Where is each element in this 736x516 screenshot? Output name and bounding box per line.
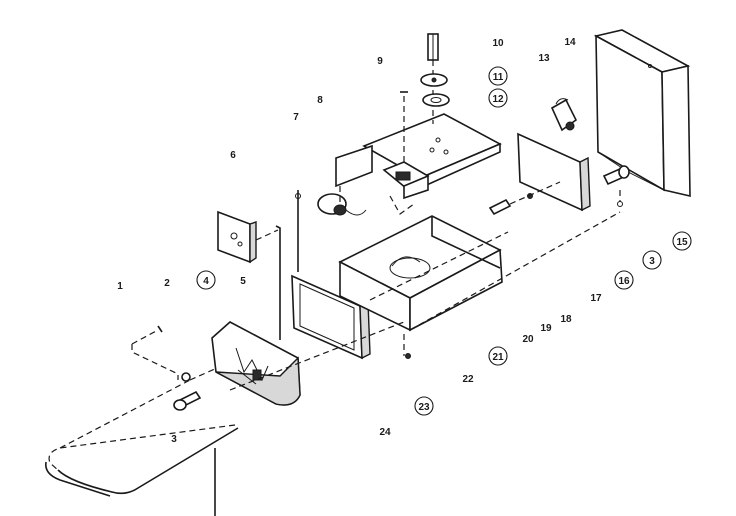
svg-text:3: 3 — [171, 434, 177, 445]
dashed-bracket — [131, 325, 179, 380]
callout-24: 24 — [379, 427, 391, 438]
svg-text:11: 11 — [493, 72, 504, 83]
svg-text:24: 24 — [379, 427, 391, 438]
callout-3-right: 3 — [642, 250, 662, 270]
callout-22: 22 — [462, 374, 474, 385]
svg-text:21: 21 — [492, 352, 504, 363]
svg-text:23: 23 — [418, 402, 430, 413]
callout-3-left: 3 — [171, 434, 177, 445]
callout-18: 18 — [560, 314, 572, 325]
svg-text:4: 4 — [203, 276, 209, 287]
svg-text:10: 10 — [492, 38, 504, 49]
callout-17: 17 — [590, 293, 602, 304]
base-rail-frame — [44, 359, 239, 516]
rear-bracket-plate — [488, 98, 591, 216]
svg-text:3: 3 — [649, 256, 655, 267]
callout-7: 7 — [293, 112, 299, 123]
callout-23: 23 — [414, 396, 434, 416]
svg-text:20: 20 — [522, 334, 534, 345]
callout-labels: 1 2 3 3 4 5 6 7 8 9 10 — [117, 37, 692, 445]
callout-1: 1 — [117, 281, 123, 292]
callout-10: 10 — [492, 38, 504, 49]
callout-4: 4 — [196, 270, 216, 290]
svg-text:16: 16 — [618, 276, 630, 287]
svg-text:7: 7 — [293, 112, 299, 123]
assembly-guide-lines — [229, 211, 621, 391]
spindle-and-washers — [420, 33, 450, 124]
callout-11: 11 — [488, 66, 508, 86]
callout-21: 21 — [488, 346, 508, 366]
svg-text:9: 9 — [377, 56, 383, 67]
svg-text:22: 22 — [462, 374, 474, 385]
svg-text:19: 19 — [540, 323, 552, 334]
callout-19: 19 — [540, 323, 552, 334]
front-panel — [291, 190, 371, 360]
chassis-tray — [338, 215, 503, 359]
motor-assembly — [317, 176, 367, 216]
rear-cover — [593, 29, 691, 198]
callout-2: 2 — [164, 278, 170, 289]
screw-bolt-left — [173, 372, 202, 411]
svg-text:5: 5 — [240, 276, 246, 287]
front-gear-housing — [211, 321, 301, 406]
callout-16: 16 — [614, 270, 634, 290]
callout-9: 9 — [377, 56, 383, 67]
callout-8: 8 — [317, 95, 323, 106]
svg-text:6: 6 — [230, 150, 236, 161]
callout-12: 12 — [488, 88, 508, 108]
upper-platform — [335, 91, 502, 215]
callout-14: 14 — [564, 37, 576, 48]
svg-text:12: 12 — [492, 94, 504, 105]
callout-13: 13 — [538, 53, 550, 64]
svg-text:13: 13 — [538, 53, 550, 64]
svg-text:14: 14 — [564, 37, 576, 48]
callout-15: 15 — [672, 231, 692, 251]
small-mounting-plate — [217, 210, 281, 340]
svg-text:8: 8 — [317, 95, 323, 106]
callout-6: 6 — [230, 150, 236, 161]
rear-screw — [602, 165, 630, 207]
callout-5: 5 — [240, 276, 246, 287]
callout-20: 20 — [522, 334, 534, 345]
svg-text:18: 18 — [560, 314, 572, 325]
svg-text:1: 1 — [117, 281, 123, 292]
svg-text:15: 15 — [676, 237, 688, 248]
svg-text:2: 2 — [164, 278, 170, 289]
svg-text:17: 17 — [590, 293, 602, 304]
